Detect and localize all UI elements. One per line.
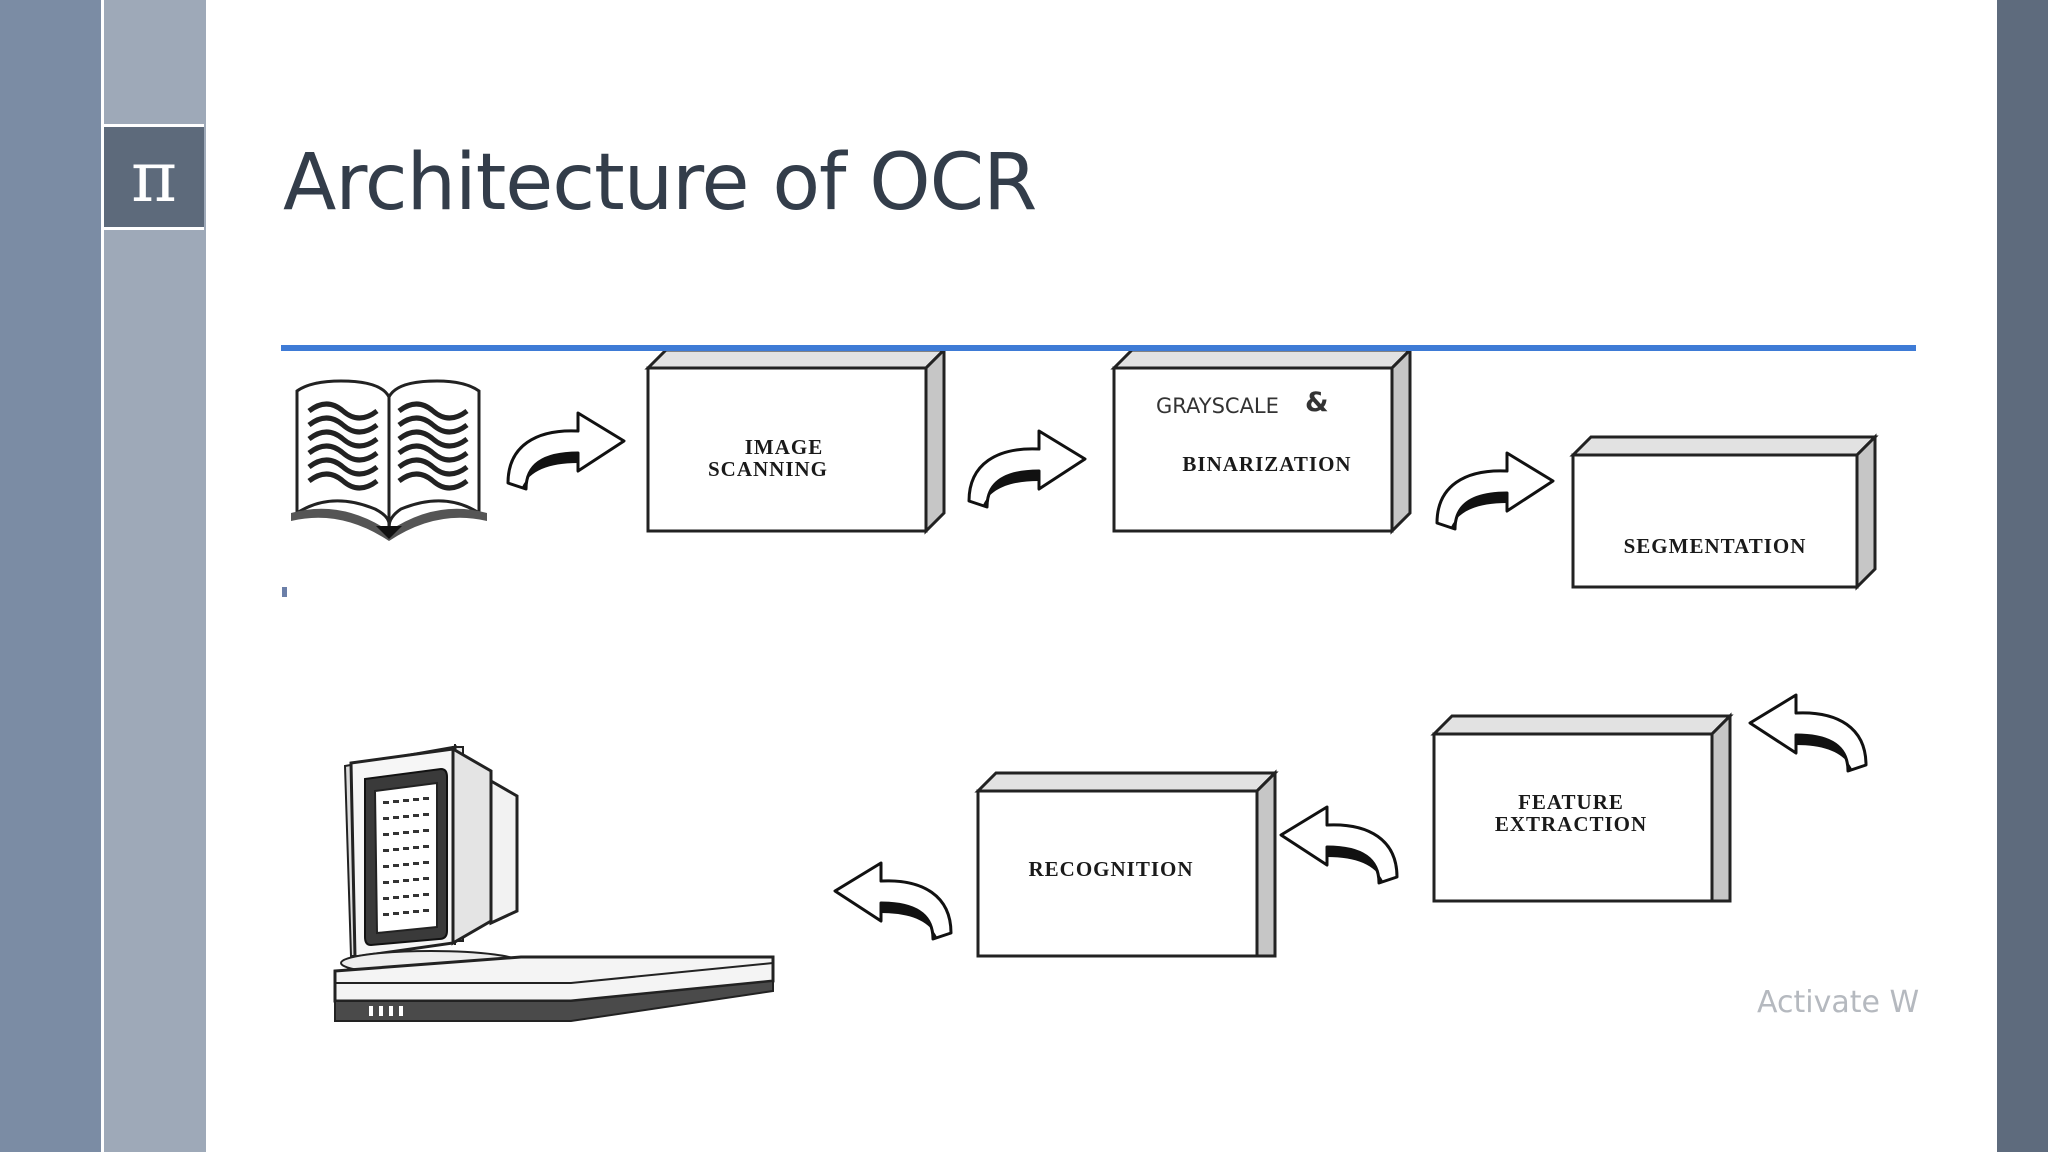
curved-arrow-icon: [506, 411, 626, 491]
title-divider: [281, 345, 1916, 351]
step-box-image-scanning: IMAGE SCANNING: [644, 351, 946, 535]
step-label-line: BINARIZATION: [1182, 452, 1351, 476]
step-box-feature-extraction: FEATURE EXTRACTION: [1430, 712, 1734, 903]
left-band-outer: [0, 0, 103, 1152]
step-label-line: IMAGE: [745, 435, 824, 459]
step-label-line: RECOGNITION: [1028, 857, 1193, 881]
step-label-line: SCANNING: [708, 457, 828, 481]
curved-arrow-icon: [833, 861, 953, 941]
pi-symbol: π: [130, 136, 177, 218]
curved-arrow-icon: [1748, 693, 1868, 773]
step-box-binarization: GRAYSCALE & BINARIZATION: [1110, 351, 1412, 535]
step-label-line: EXTRACTION: [1495, 812, 1647, 836]
step-prefix-ampersand: &: [1305, 387, 1329, 418]
step-label-line: SEGMENTATION: [1624, 534, 1807, 558]
curved-arrow-icon: [967, 429, 1087, 509]
curved-arrow-icon: [1279, 805, 1399, 885]
pi-badge-icon: π: [104, 124, 204, 230]
computer-monitor-front: [333, 746, 775, 1022]
selection-handle: [282, 587, 287, 597]
step-box-recognition: RECOGNITION: [974, 769, 1279, 958]
left-band-separator: [101, 0, 104, 1152]
step-label-line: FEATURE: [1518, 790, 1624, 814]
activate-windows-watermark: Activate W: [1757, 985, 1920, 1020]
slide-title: Architecture of OCR: [283, 138, 1037, 228]
right-band: [1997, 0, 2048, 1152]
open-book-icon: [291, 379, 487, 541]
curved-arrow-icon: [1435, 451, 1555, 531]
step-box-segmentation: SEGMENTATION: [1569, 433, 1879, 591]
ocr-architecture-diagram: IMAGE SCANNING GRAYSCALE & BINARIZATION …: [282, 351, 1879, 1022]
step-prefix-grayscale: GRAYSCALE: [1156, 394, 1279, 418]
